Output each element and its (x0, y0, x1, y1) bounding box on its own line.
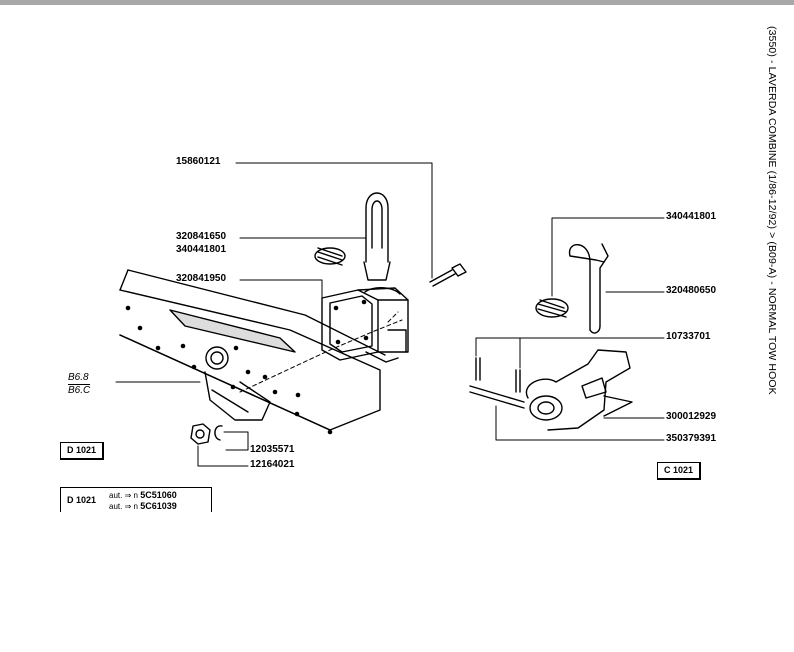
spring-clip-left (314, 247, 346, 266)
serial-range-box: D 1021 aut. ⇒ n 5C51060 aut. ⇒ n 5C61039 (60, 487, 212, 512)
spring-clip-right (535, 298, 569, 318)
part-label-tow-hook-body: 300012929 (666, 411, 717, 422)
tow-hook-body (525, 349, 633, 431)
serial-line-2: aut. ⇒ n 5C61039 (109, 501, 177, 511)
part-label-nut: 12164021 (250, 459, 295, 470)
serial-number: 5C61039 (140, 501, 177, 511)
part-label-washer: 12035571 (250, 444, 295, 455)
ref-label-b6-c: B6.C (68, 384, 91, 396)
nut-and-washer (190, 423, 223, 445)
serial-code: D 1021 (67, 495, 97, 505)
part-label-bracket-plate: 320841950 (176, 273, 227, 284)
part-label-spring-clip-right: 340441801 (666, 211, 717, 222)
part-label-pin: 350379391 (666, 433, 717, 444)
document-title: (3550) - LAVERDA COMBINE (1/86-12/92) > … (766, 26, 778, 395)
part-label-bolt: 15860121 (176, 156, 221, 167)
part-label-cotter-pin: 10733701 (666, 331, 711, 342)
serial-line-1: aut. ⇒ n 5C51060 (109, 490, 177, 500)
diagram-ref-box-c: C 1021 (657, 462, 702, 480)
part-label-spring-clip-left: 340441801 (176, 244, 227, 255)
top-border-bar (0, 0, 794, 5)
hook-bracket-plate (321, 287, 409, 363)
hook-pin (363, 192, 391, 281)
chassis-frame-rail (119, 269, 386, 435)
bolt (429, 263, 467, 287)
part-label-right-hook: 320480650 (666, 285, 717, 296)
serial-prefix: aut. ⇒ n (109, 491, 138, 500)
serial-number: 5C51060 (140, 490, 177, 500)
serial-prefix: aut. ⇒ n (109, 502, 138, 511)
pin-and-cotter-pins (469, 357, 525, 409)
diagram-ref-box-d: D 1021 (60, 442, 105, 460)
right-hook (569, 243, 609, 334)
part-label-hook-pin: 320841650 (176, 231, 227, 242)
ref-label-b6-8: B6.8 (68, 372, 89, 383)
